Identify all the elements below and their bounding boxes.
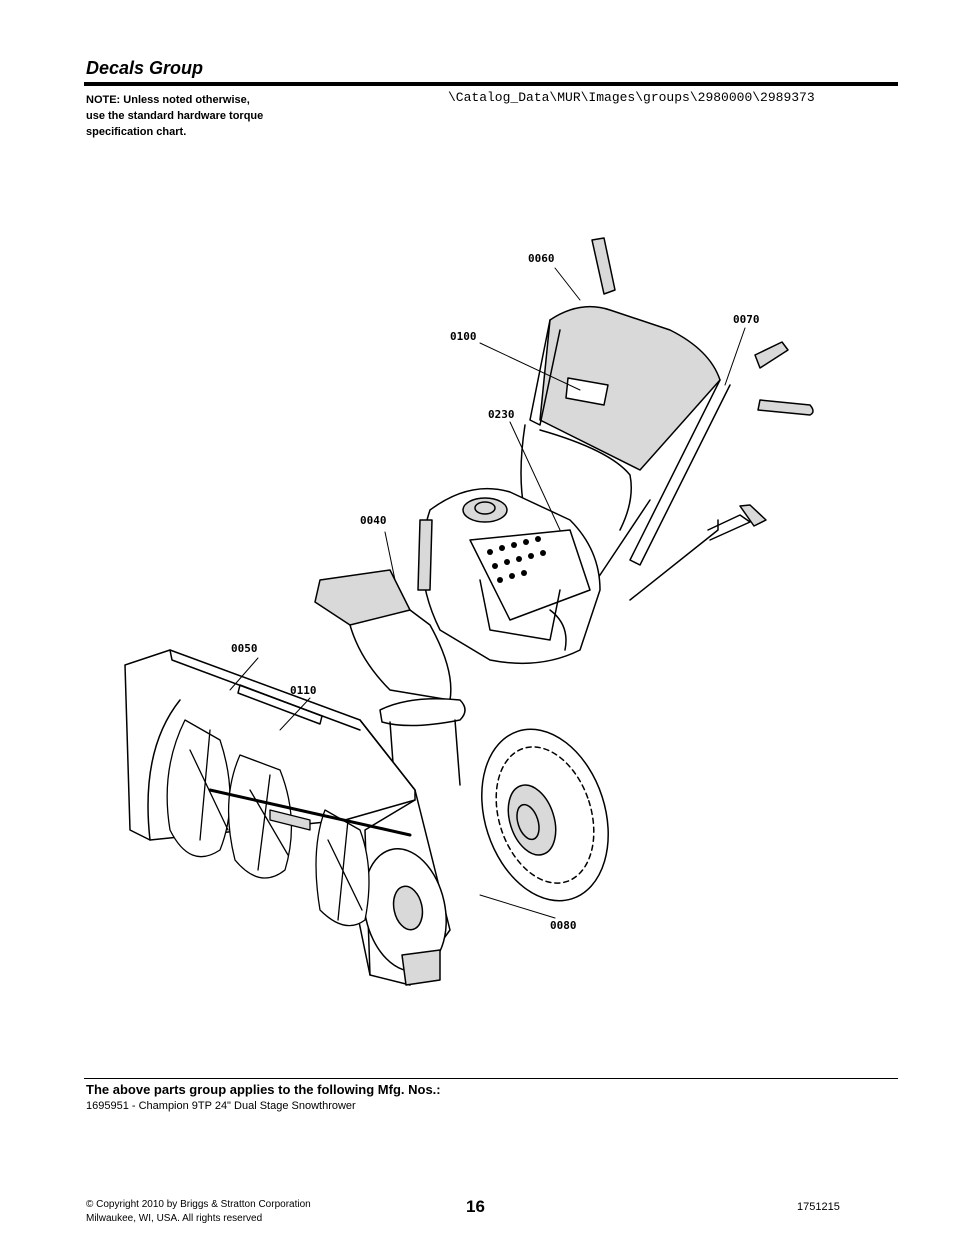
- snowthrower-diagram: 0060 0070 0100 0230 0040 0050 0110 0080: [124, 237, 814, 986]
- page-number: 16: [466, 1197, 485, 1216]
- note-line-1: NOTE: Unless noted otherwise,: [86, 94, 250, 106]
- note-line-3: specification chart.: [86, 126, 187, 138]
- document-number: 1751215: [797, 1201, 840, 1213]
- callout-0080: 0080: [550, 919, 577, 932]
- engine-grille: [487, 536, 546, 583]
- applies-item: 1695951 - Champion 9TP 24" Dual Stage Sn…: [86, 1100, 356, 1112]
- title-rule: [84, 82, 898, 86]
- wheel: [481, 728, 609, 902]
- engine: [417, 487, 601, 665]
- auger-blades: [166, 719, 412, 927]
- image-file-path: \Catalog_Data\MUR\Images\groups\2980000\…: [448, 90, 898, 105]
- callout-leaders: [229, 267, 746, 919]
- copyright-line-2: Milwaukee, WI, USA. All rights reserved: [86, 1213, 263, 1224]
- callout-0070: 0070: [733, 313, 760, 326]
- note-line-2: use the standard hardware torque: [86, 110, 264, 122]
- applies-heading: The above parts group applies to the fol…: [86, 1082, 441, 1097]
- callout-0100: 0100: [450, 330, 477, 343]
- page-title: Decals Group: [86, 58, 204, 78]
- copyright-line-1: © Copyright 2010 by Briggs & Stratton Co…: [86, 1199, 311, 1210]
- image-file-path-text: \Catalog_Data\MUR\Images\groups\2980000\…: [448, 90, 815, 105]
- callout-0230: 0230: [488, 408, 515, 421]
- callout-0040: 0040: [360, 514, 387, 527]
- callout-0110: 0110: [290, 684, 317, 697]
- handle-assembly: [520, 237, 814, 601]
- applies-rule: [84, 1078, 898, 1079]
- callout-0060: 0060: [528, 252, 555, 265]
- discharge-chute: [314, 569, 466, 791]
- callout-0050: 0050: [231, 642, 258, 655]
